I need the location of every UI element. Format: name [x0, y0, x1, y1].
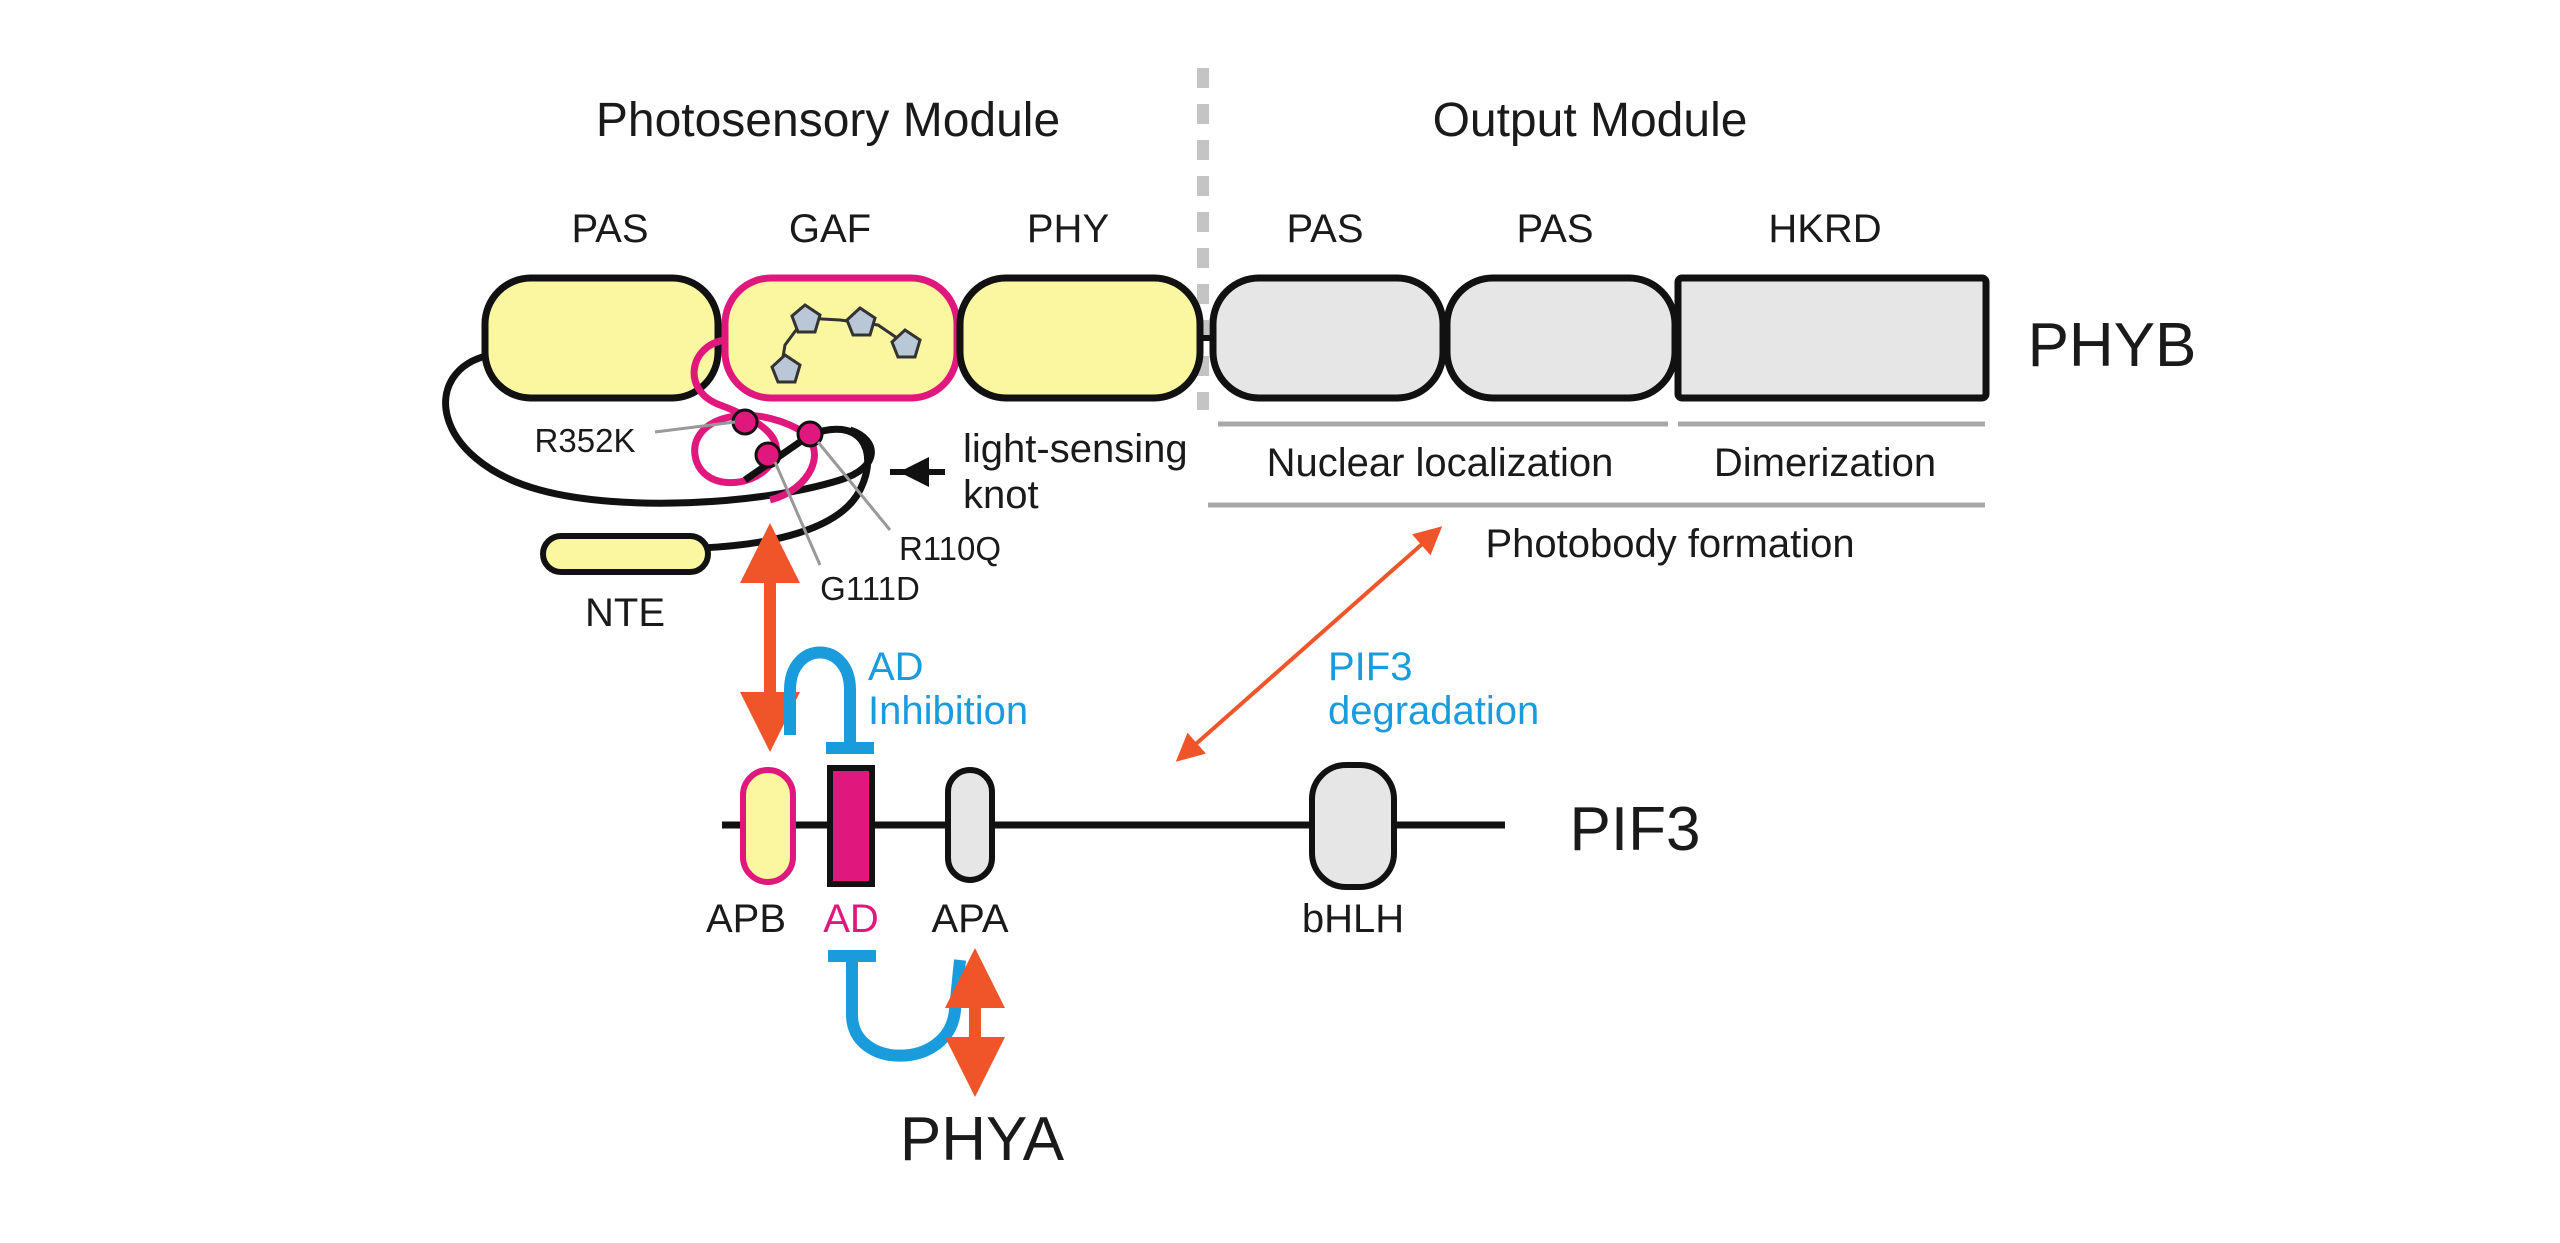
pif3-degradation-arrow [1175, 526, 1443, 762]
mutation-r110q-label: R110Q [899, 530, 1001, 567]
pif3-bhlh-domain [1309, 762, 1397, 890]
ad-inhibition-label-line1: AD [868, 645, 924, 689]
nte-label: NTE [585, 591, 665, 635]
ad-inhibition-label-line2: Inhibition [868, 689, 1028, 733]
knot-label-line1: light-sensing [963, 427, 1188, 471]
pif3-apb-domain [740, 767, 796, 885]
g111d-leader [773, 461, 822, 566]
r110q-leader [816, 441, 892, 531]
phyb-hkrd-domain [1674, 274, 1990, 402]
pif3-degradation-label-line1: PIF3 [1328, 645, 1412, 689]
knot-label-line2: knot [963, 473, 1039, 517]
pif3-name: PIF3 [1570, 795, 1701, 864]
pif3-degradation-label-line2: degradation [1328, 689, 1539, 733]
mutation-r110q-dot [796, 420, 824, 448]
pif3-ad-domain [827, 765, 875, 887]
nuclear-localization-label: Nuclear localization [1267, 441, 1614, 485]
pif3-apa-label: APA [931, 897, 1008, 941]
phyb-domain-label-pas-2: PAS [1286, 207, 1363, 251]
phyb-pas-domain-2 [1209, 274, 1447, 402]
phyb-phy-domain [956, 274, 1204, 402]
phyb-pas-domain-3 [1443, 274, 1679, 402]
dimerization-label: Dimerization [1714, 441, 1936, 485]
nte-domain [540, 533, 711, 575]
pif3-ad-label: AD [823, 897, 879, 941]
nte-strand [699, 425, 872, 552]
phyb-domain-label-hkrd: HKRD [1768, 207, 1881, 251]
phyb-domain-label-pas-3: PAS [1516, 207, 1593, 251]
phyb-domain-label-pas: PAS [571, 207, 648, 251]
pif3-bhlh-label: bHLH [1302, 897, 1404, 941]
pif3-apb-label: APB [706, 897, 786, 941]
ad-inhibition-arc-bottom [846, 956, 966, 1062]
chromophore-icon [770, 303, 922, 384]
phyb-gaf-domain [721, 274, 961, 402]
photosensory-module-title: Photosensory Module [596, 94, 1060, 147]
phya-name: PHYA [900, 1105, 1065, 1174]
phyb-pas-domain [481, 274, 722, 402]
phyb-name: PHYB [2028, 311, 2197, 380]
pif3-apa-domain [945, 767, 995, 883]
phyb-domain-label-gaf: GAF [789, 207, 871, 251]
output-module-title: Output Module [1433, 94, 1748, 147]
ad-inhibition-arc-top [784, 646, 856, 745]
mutation-g111d-dot [754, 441, 782, 469]
photobody-formation-label: Photobody formation [1485, 522, 1854, 566]
phyb-domain-label-phy: PHY [1027, 207, 1109, 251]
r352k-leader [654, 420, 736, 434]
mutation-g111d-label: G111D [820, 570, 920, 607]
mutation-r352k-label: R352K [535, 422, 636, 459]
mutation-r352k-dot [731, 408, 759, 436]
